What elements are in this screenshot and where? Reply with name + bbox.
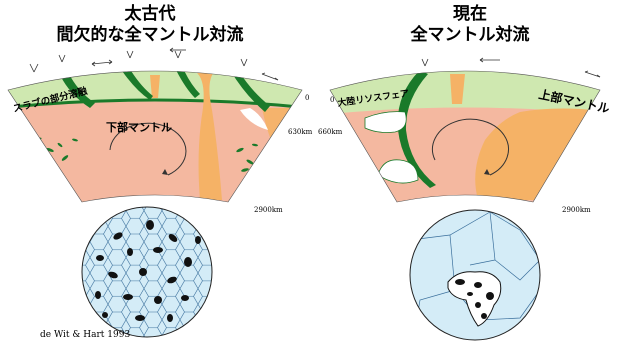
right-mantle-section — [320, 40, 610, 215]
left-volcano-marks — [30, 51, 247, 72]
right-depth-surface: 0 — [330, 96, 334, 104]
left-globe — [80, 205, 220, 345]
left-depth-surface: 0 — [305, 94, 309, 102]
right-depth-mid: 660km — [318, 128, 342, 136]
right-globe — [410, 210, 540, 340]
right-surface-crust — [320, 61, 610, 70]
left-depth-core: 2900km — [254, 206, 283, 214]
left-depth-mid: 630km — [288, 128, 312, 136]
right-depth-core: 2900km — [562, 206, 591, 214]
credit-text: de Wit & Hart 1993 — [40, 330, 130, 340]
left-lower-mantle-label: 下部マントル — [106, 120, 172, 134]
left-surface-crust — [0, 61, 310, 70]
